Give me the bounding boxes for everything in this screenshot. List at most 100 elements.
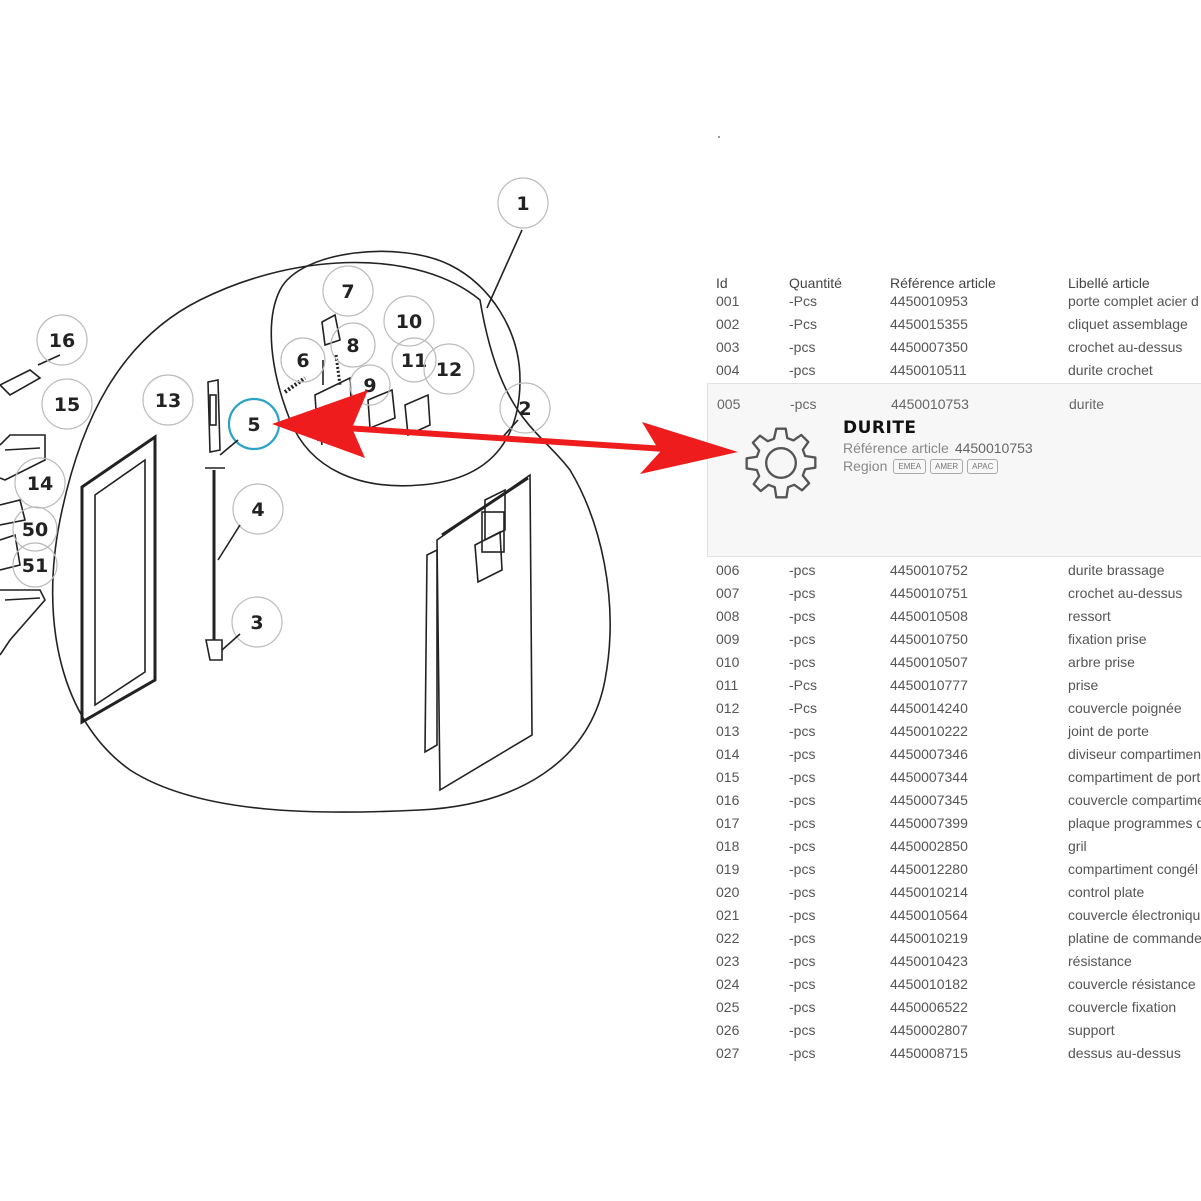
region-badge-emea[interactable]: EMEA [893, 458, 927, 474]
callout-4[interactable]: 4 [232, 483, 284, 535]
row-id: 010 [716, 654, 740, 670]
part-51 [0, 589, 46, 656]
callout-14[interactable]: 14 [14, 457, 66, 509]
row-qty: -pcs [789, 339, 816, 355]
row-qty: -pcs [789, 976, 816, 992]
callout-label: 14 [27, 473, 53, 495]
row-ref: 4450010507 [890, 654, 968, 670]
row-qty: -pcs [789, 654, 816, 670]
part-15 [0, 434, 46, 481]
row-label: dessus au-dessus [1068, 1045, 1181, 1061]
row-id: 015 [716, 769, 740, 785]
callout-7[interactable]: 7 [322, 265, 374, 317]
callout-12[interactable]: 12 [423, 343, 475, 395]
callout-label: 16 [49, 330, 75, 352]
row-ref: 4450007346 [890, 746, 968, 762]
row-id: 001 [716, 293, 740, 309]
card-region-label: Region [843, 458, 888, 474]
row-ref: 4450007350 [890, 339, 968, 355]
row-label: support [1068, 1022, 1115, 1038]
row-label: gril [1068, 838, 1087, 854]
callout-2[interactable]: 2 [499, 382, 551, 434]
row-label: couvercle résistance [1068, 976, 1196, 992]
row-qty: -pcs [789, 1045, 816, 1061]
row-qty: -Pcs [789, 700, 817, 716]
callout-15[interactable]: 15 [41, 378, 93, 430]
callout-6[interactable]: 6 [280, 337, 326, 383]
row-ref: 4450010750 [890, 631, 968, 647]
row-id: 019 [716, 861, 740, 877]
row-qty: -pcs [789, 953, 816, 969]
row-label: compartiment de port [1068, 769, 1201, 785]
callout-label: 50 [22, 519, 48, 541]
row-ref: 4450008715 [890, 1045, 968, 1061]
callout-13[interactable]: 13 [142, 374, 194, 426]
row-qty: -pcs [789, 838, 816, 854]
row-label: couvercle compartime [1068, 792, 1201, 808]
callout-1[interactable]: 1 [497, 177, 549, 229]
selected-row[interactable]: 005 -pcs 4450010753 durite [717, 393, 1197, 415]
callout-label: 11 [401, 350, 427, 372]
callout-8[interactable]: 8 [330, 322, 376, 368]
callout-3[interactable]: 3 [231, 596, 283, 648]
parts-table: Id Quantité Référence article Libellé ar… [716, 272, 1201, 1072]
callout-51[interactable]: 51 [12, 542, 58, 588]
row-id: 012 [716, 700, 740, 716]
part-50 [0, 533, 21, 571]
callout-label: 8 [346, 335, 359, 357]
callout-16[interactable]: 16 [36, 314, 88, 366]
row-ref: 4450010753 [891, 396, 969, 412]
callout-50[interactable]: 50 [12, 506, 58, 552]
part-detail-card[interactable]: 005 -pcs 4450010753 durite DURITE Référe… [707, 383, 1201, 557]
row-id: 014 [716, 746, 740, 762]
row-id: 018 [716, 838, 740, 854]
row-ref: 4450010751 [890, 585, 968, 601]
callout-label: 51 [22, 555, 48, 577]
region-badge-amer[interactable]: AMER [930, 458, 964, 474]
row-label: résistance [1068, 953, 1132, 969]
row-ref: 4450010953 [890, 293, 968, 309]
region-badge-apac[interactable]: APAC [967, 458, 999, 474]
row-label: durite [1069, 396, 1105, 412]
row-qty: -pcs [789, 792, 816, 808]
callout-11[interactable]: 11 [391, 337, 437, 383]
row-id: 007 [716, 585, 740, 601]
callout-10[interactable]: 10 [383, 295, 435, 347]
callout-label: 12 [436, 359, 462, 381]
row-ref: 4450015355 [890, 316, 968, 332]
row-qty: -Pcs [789, 677, 817, 693]
row-ref: 4450007399 [890, 815, 968, 831]
row-ref: 4450006522 [890, 999, 968, 1015]
row-id: 016 [716, 792, 740, 808]
card-ref-value: 4450010753 [954, 440, 1033, 456]
row-qty: -pcs [790, 396, 817, 412]
row-id: 006 [716, 562, 740, 578]
